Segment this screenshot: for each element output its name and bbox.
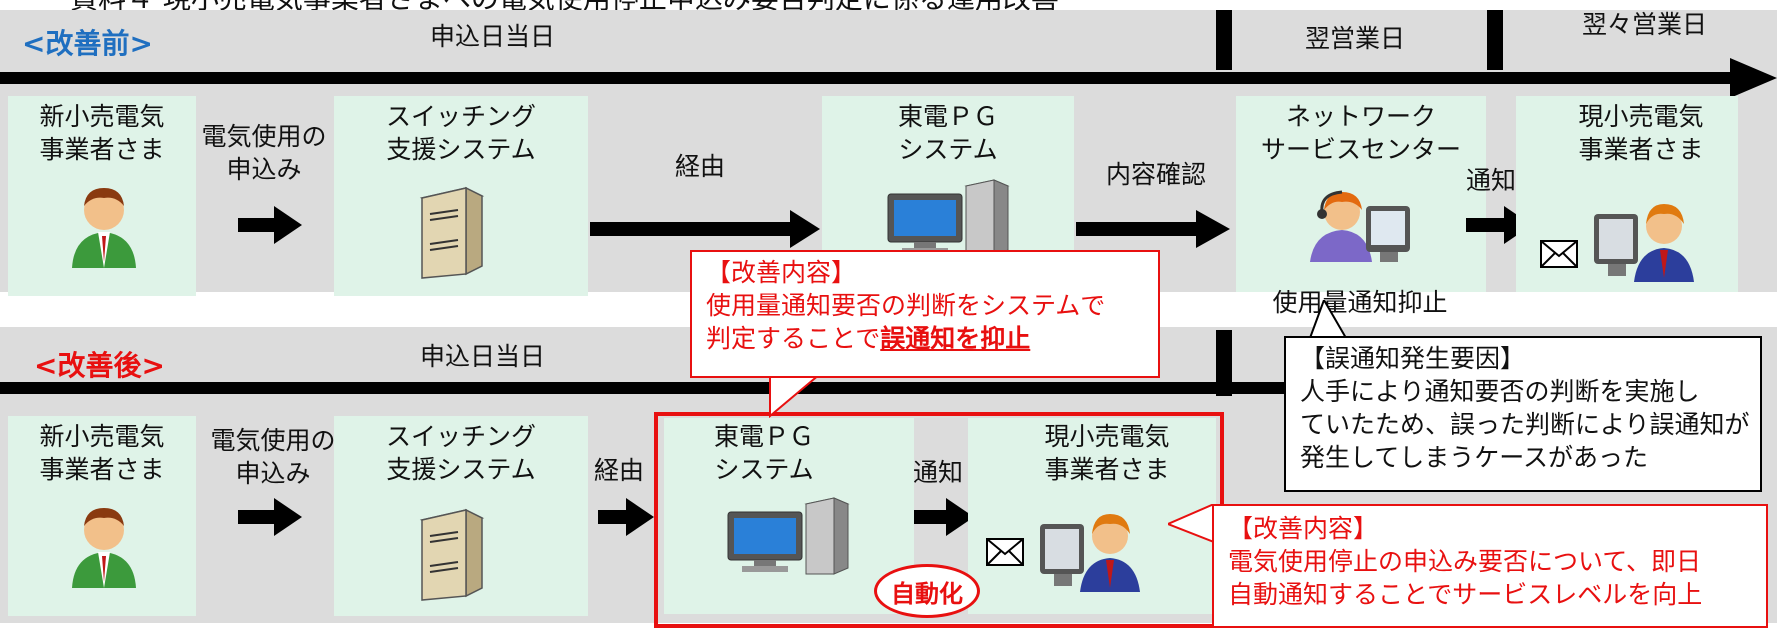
callout-improve-bottom-pointer bbox=[1168, 504, 1216, 544]
callout-improve-top-title: 【改善内容】 bbox=[706, 258, 857, 287]
callout-improve-bottom: 【改善内容】 電気使用停止の申込み要否について、即日 自動通知することでサービス… bbox=[1212, 504, 1768, 628]
after-via-label: 経由 bbox=[593, 456, 644, 485]
callout-improve-top-pointer bbox=[769, 374, 822, 418]
after-label: <改善後> bbox=[34, 349, 165, 382]
person-blue-monitor-icon bbox=[1594, 204, 1694, 282]
before-timeline-arrow bbox=[0, 58, 1777, 98]
callout-improve-top-line2: 判定することで誤通知を抑止 bbox=[706, 322, 1144, 355]
after-timeline-bar bbox=[0, 382, 1300, 394]
before-via-label: 経由 bbox=[674, 152, 725, 181]
after-switching-label: スイッチング 支援システム bbox=[385, 422, 536, 484]
operator-icon bbox=[1310, 190, 1410, 262]
callout-cause-title: 【誤通知発生要因】 bbox=[1300, 344, 1526, 373]
after-day-header-today: 申込日当日 bbox=[420, 342, 546, 371]
callout-improve-top-emphasis: 誤通知を抑止 bbox=[880, 324, 1031, 353]
before-nsc-label: ネットワーク サービスセンター bbox=[1260, 102, 1461, 164]
callout-cause-line1: 人手により通知要否の判断を実施し bbox=[1300, 377, 1700, 406]
before-label: <改善前> bbox=[22, 27, 153, 60]
callout-improve-bottom-line2: 自動通知することでサービスレベルを向上 bbox=[1228, 580, 1703, 609]
callout-improve-top-line2-prefix: 判定することで bbox=[706, 324, 881, 353]
before-day-separator-2 bbox=[1487, 10, 1503, 70]
arrow-right-icon bbox=[238, 206, 302, 244]
envelope-icon bbox=[1540, 240, 1578, 268]
server-icon bbox=[419, 508, 485, 601]
callout-improve-bottom-line1: 電気使用停止の申込み要否について、即日 bbox=[1228, 547, 1702, 576]
computer-icon bbox=[727, 497, 850, 575]
callout-improve-bottom-title: 【改善内容】 bbox=[1228, 514, 1379, 543]
arrow-right-icon bbox=[590, 210, 820, 248]
arrow-right-icon bbox=[914, 498, 974, 536]
callout-cause-line3: 発生してしまうケースがあった bbox=[1300, 443, 1649, 472]
callout-cause-pointer bbox=[1308, 300, 1348, 340]
after-day-separator bbox=[1216, 330, 1232, 396]
after-notify-label: 通知 bbox=[912, 458, 963, 487]
person-blue-monitor-icon bbox=[1040, 514, 1140, 592]
arrow-right-icon bbox=[1076, 210, 1230, 248]
person-green-icon bbox=[72, 188, 136, 268]
before-day-header-next2: 翌々営業日 bbox=[1582, 10, 1708, 39]
before-suppress-label: 使用量通知抑止 bbox=[1272, 288, 1448, 317]
callout-cause: 【誤通知発生要因】 人手により通知要否の判断を実施し ていたため、誤った判断によ… bbox=[1284, 336, 1762, 492]
arrow-right-icon bbox=[598, 498, 654, 536]
callout-cause-line2: ていたため、誤った判断により誤通知が bbox=[1300, 410, 1750, 439]
arrow-right-icon bbox=[238, 498, 302, 536]
before-day-separator-1 bbox=[1216, 10, 1232, 70]
before-notify-label: 通知 bbox=[1465, 166, 1516, 195]
before-new-retailer-label: 新小売電気 事業者さま bbox=[39, 102, 165, 164]
before-day-header-next: 翌営業日 bbox=[1305, 24, 1406, 53]
callout-improve-top-line1: 使用量通知要否の判断をシステムで bbox=[706, 291, 1106, 320]
before-check-label: 内容確認 bbox=[1105, 160, 1206, 189]
before-apply-label: 電気使用の 申込み bbox=[201, 122, 327, 184]
after-tepco-label: 東電ＰＧ システム bbox=[713, 422, 814, 484]
server-icon bbox=[419, 186, 485, 279]
before-day-header-today: 申込日当日 bbox=[430, 22, 556, 51]
before-current-retailer-label: 現小売電気 事業者さま bbox=[1578, 102, 1704, 164]
after-apply-label: 電気使用の 申込み bbox=[210, 426, 336, 488]
before-switching-label: スイッチング 支援システム bbox=[385, 102, 536, 164]
after-new-retailer-label: 新小売電気 事業者さま bbox=[39, 422, 165, 484]
computer-icon bbox=[887, 179, 1010, 257]
envelope-icon bbox=[986, 538, 1024, 566]
callout-improve-top: 【改善内容】 使用量通知要否の判断をシステムで 判定することで誤通知を抑止 bbox=[690, 250, 1160, 378]
before-tepco-label: 東電ＰＧ システム bbox=[897, 102, 998, 164]
person-green-icon bbox=[72, 508, 136, 588]
after-current-retailer-label: 現小売電気 事業者さま bbox=[1044, 422, 1170, 484]
auto-badge: 自動化 bbox=[874, 564, 980, 618]
